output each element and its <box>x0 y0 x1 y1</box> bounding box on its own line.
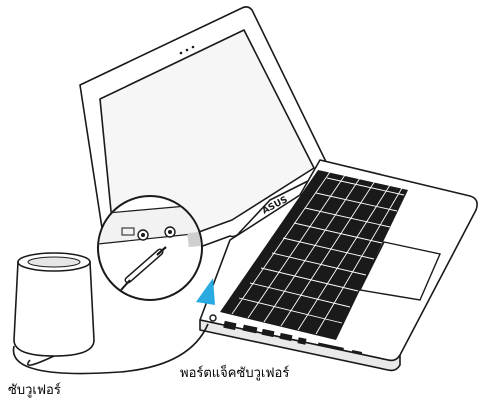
subwoofer-jack-port-label: พอร์ตแจ็คซับวูเฟอร์ <box>180 362 289 383</box>
subwoofer-device <box>14 253 94 356</box>
subwoofer-label: ซับวูเฟอร์ <box>8 379 61 400</box>
highlight-pointer <box>196 278 215 305</box>
jack-port-icon <box>210 315 216 321</box>
